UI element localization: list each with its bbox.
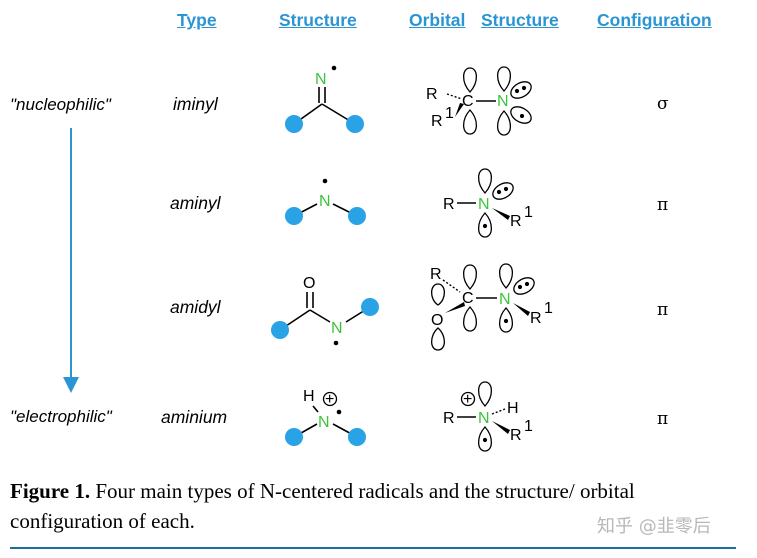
row-type-aminyl: aminyl: [170, 193, 221, 213]
figure-caption-text: Four main types of N-centered radicals a…: [10, 479, 635, 533]
header-orbital-structure: Structure: [481, 10, 559, 30]
svg-text:O: O: [431, 312, 443, 329]
figure-caption-label: Figure 1.: [10, 479, 91, 503]
plus-charge-sign: +: [325, 391, 334, 408]
svg-text:N: N: [478, 410, 490, 427]
orbital-iminyl: R R 1 C N: [426, 66, 532, 136]
svg-text:R: R: [510, 213, 522, 230]
aminium-n-atom: N: [318, 414, 330, 431]
svg-text:R: R: [530, 310, 542, 327]
svg-text:1: 1: [524, 418, 533, 435]
config-amidyl: π: [657, 300, 669, 320]
substituent-ball: [285, 207, 303, 225]
radical-dot: [322, 178, 328, 184]
radical-dot: [331, 65, 337, 71]
radical-dot: [333, 340, 339, 346]
bottom-rule: [10, 547, 736, 549]
structure-aminium: H + N: [285, 388, 366, 446]
watermark: 知乎 @韭零后: [597, 516, 711, 537]
svg-text:1: 1: [524, 204, 533, 221]
config-aminium: π: [657, 409, 669, 429]
substituent-ball: [346, 115, 364, 133]
substituent-ball: [285, 428, 303, 446]
svg-text:H: H: [507, 400, 519, 417]
svg-text:+: +: [463, 391, 472, 408]
svg-text:R: R: [443, 196, 455, 213]
svg-text:C: C: [462, 290, 474, 307]
aminyl-n-atom: N: [319, 193, 331, 210]
electrophilic-label: "electrophilic": [10, 407, 112, 426]
svg-text:N: N: [497, 93, 509, 110]
config-iminyl: σ: [657, 94, 669, 114]
orbital-aminyl: R N R 1: [443, 168, 533, 238]
substituent-ball: [285, 115, 303, 133]
svg-text:1: 1: [544, 300, 553, 317]
header-structure: Structure: [279, 10, 357, 30]
svg-text:N: N: [499, 291, 511, 308]
row-type-amidyl: amidyl: [170, 297, 221, 317]
row-type-iminyl: iminyl: [173, 94, 218, 114]
svg-text:R: R: [426, 86, 438, 103]
substituent-ball: [348, 428, 366, 446]
substituent-ball: [348, 207, 366, 225]
svg-text:R: R: [430, 266, 442, 283]
orbital-aminium: R N + H R 1: [443, 381, 533, 452]
figure-caption: Figure 1. Four main types of N-centered …: [10, 476, 740, 536]
substituent-ball: [271, 321, 289, 339]
config-aminyl: π: [657, 195, 669, 215]
plus-charge-circle: [322, 391, 338, 407]
amidyl-n-atom: N: [331, 320, 343, 337]
structure-iminyl: N: [285, 65, 364, 133]
radical-dot: [336, 409, 342, 415]
header-type: Type: [177, 10, 217, 30]
svg-text:R: R: [510, 427, 522, 444]
header-orbital: Orbital: [409, 10, 466, 30]
row-type-aminium: aminium: [161, 407, 228, 427]
header-configuration: Configuration: [597, 10, 712, 30]
diagram-canvas: N R R 1 C N N R: [63, 65, 553, 452]
iminyl-n-atom: N: [315, 71, 327, 88]
svg-text:R: R: [431, 113, 443, 130]
aminium-h-atom: H: [303, 388, 315, 405]
structure-amidyl: O N: [271, 275, 379, 346]
amidyl-o-atom: O: [303, 275, 315, 292]
svg-text:1: 1: [445, 105, 454, 122]
nucleophilic-label: "nucleophilic": [10, 95, 111, 114]
orbital-amidyl: R C O N R 1: [430, 263, 553, 351]
svg-text:C: C: [462, 93, 474, 110]
svg-text:N: N: [478, 196, 490, 213]
substituent-ball: [361, 298, 379, 316]
svg-text:R: R: [443, 410, 455, 427]
structure-aminyl: N: [285, 178, 366, 225]
